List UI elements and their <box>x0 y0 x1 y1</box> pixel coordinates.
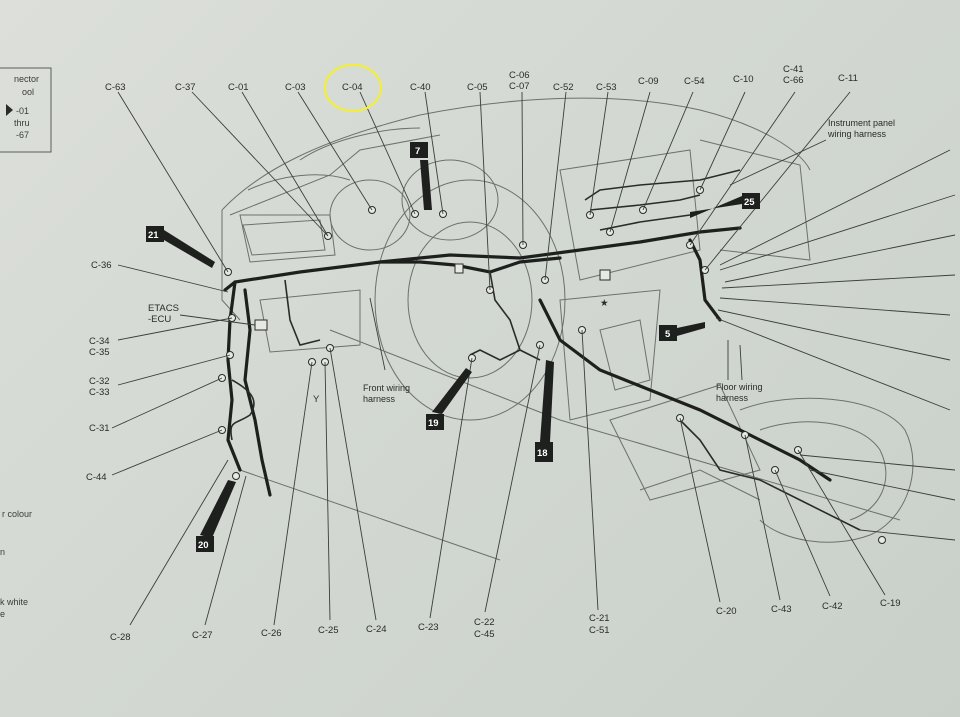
label-c43: C-43 <box>771 604 792 615</box>
floor-harness-label-line2: harness <box>716 393 749 403</box>
label-c42: C-42 <box>822 601 843 612</box>
star-marker-icon: ★ <box>600 298 609 309</box>
label-c37: C-37 <box>175 82 196 93</box>
label-c34: C-34 <box>89 336 110 347</box>
label-c09: C-09 <box>638 76 659 87</box>
bottom-connector-labels: C-28 C-27 C-26 C-25 C-24 C-23 C-22 C-45 … <box>110 598 901 643</box>
legend-range-thru: thru <box>14 118 30 128</box>
label-c07: C-07 <box>509 81 530 92</box>
label-c32: C-32 <box>89 376 110 387</box>
label-c24: C-24 <box>366 624 387 635</box>
label-c41: C-41 <box>783 64 804 75</box>
label-c45: C-45 <box>474 629 495 640</box>
label-c19: C-19 <box>880 598 901 609</box>
label-c01: C-01 <box>228 82 249 93</box>
svg-text:21: 21 <box>148 230 159 241</box>
label-c66: C-66 <box>783 75 804 86</box>
wiring-harness <box>223 169 861 531</box>
etacs-label-line2: -ECU <box>148 314 171 325</box>
instrument-panel-label-line2: wiring harness <box>827 129 887 139</box>
legend-title-line2: ool <box>22 87 34 97</box>
side-note-n: n <box>0 547 5 557</box>
label-c04: C-04 <box>342 82 363 93</box>
legend-range-to: -67 <box>16 130 29 140</box>
ref-box-7: 7 <box>410 142 432 210</box>
front-harness-label-line1: Front wiring <box>363 383 410 393</box>
label-c03: C-03 <box>285 82 306 93</box>
front-harness-label-line2: harness <box>363 394 396 404</box>
left-connector-labels: C-36 C-34 C-35 C-32 C-33 C-31 C-44 <box>86 260 112 483</box>
dashboard-outline <box>221 97 914 561</box>
label-c40: C-40 <box>410 82 431 93</box>
ref-box-21: 21 <box>146 226 215 268</box>
connector-center-block <box>454 263 464 274</box>
svg-text:25: 25 <box>744 197 755 208</box>
c04-highlight-circle <box>323 63 383 113</box>
label-c06: C-06 <box>509 70 530 81</box>
side-note-k-white: k white <box>0 597 28 607</box>
ref-box-5: 5 <box>659 322 705 341</box>
label-c27: C-27 <box>192 630 213 641</box>
svg-text:19: 19 <box>428 418 439 429</box>
legend-title-line1: nector <box>14 74 39 84</box>
label-c23: C-23 <box>418 622 439 633</box>
y-marker-label: Y <box>313 394 320 405</box>
side-note-colour: r colour <box>2 509 32 519</box>
etacs-label-line1: ETACS <box>148 303 179 314</box>
label-c10: C-10 <box>733 74 754 85</box>
top-connector-labels: C-63 C-37 C-01 C-03 C-04 C-40 C-05 C-06 … <box>105 64 858 93</box>
reference-boxes: 7 21 25 5 19 18 20 <box>146 142 760 552</box>
label-c21: C-21 <box>589 613 610 624</box>
label-c33: C-33 <box>89 387 110 398</box>
label-c26: C-26 <box>261 628 282 639</box>
connector-center-console <box>599 269 611 281</box>
label-c20: C-20 <box>716 606 737 617</box>
connector-floor-end <box>878 536 886 544</box>
label-c51: C-51 <box>589 625 610 636</box>
connector-c27 <box>232 472 240 480</box>
label-c25: C-25 <box>318 625 339 636</box>
connector-etacs <box>254 319 268 331</box>
ref-box-19: 19 <box>426 368 472 430</box>
label-c54: C-54 <box>684 76 705 87</box>
svg-text:20: 20 <box>198 540 209 551</box>
svg-text:7: 7 <box>415 146 420 157</box>
label-c63: C-63 <box>105 82 126 93</box>
label-c31: C-31 <box>89 423 110 434</box>
ref-box-25: 25 <box>690 193 760 218</box>
label-c05: C-05 <box>467 82 488 93</box>
label-c36: C-36 <box>91 260 112 271</box>
side-note-e: e <box>0 609 5 619</box>
svg-text:18: 18 <box>537 448 548 459</box>
harness-labels: Instrument panel wiring harness Front wi… <box>148 118 895 405</box>
label-c53: C-53 <box>596 82 617 93</box>
connector-legend: nector ool -01 thru -67 <box>0 67 52 153</box>
instrument-panel-label-line1: Instrument panel <box>828 118 895 128</box>
label-c52: C-52 <box>553 82 574 93</box>
legend-range-from: -01 <box>16 106 29 116</box>
legend-pointer-icon <box>6 104 13 116</box>
label-c28: C-28 <box>110 632 131 643</box>
label-c11: C-11 <box>838 73 858 84</box>
ref-box-18: 18 <box>535 360 554 462</box>
label-c35: C-35 <box>89 347 110 358</box>
leader-lines <box>111 91 956 626</box>
label-c22: C-22 <box>474 617 495 628</box>
ref-box-20: 20 <box>196 480 236 552</box>
side-notes: r colour n k white e <box>0 509 32 619</box>
svg-text:5: 5 <box>665 329 671 340</box>
floor-harness-label-line1: Floor wiring <box>716 382 763 392</box>
label-c44: C-44 <box>86 472 107 483</box>
